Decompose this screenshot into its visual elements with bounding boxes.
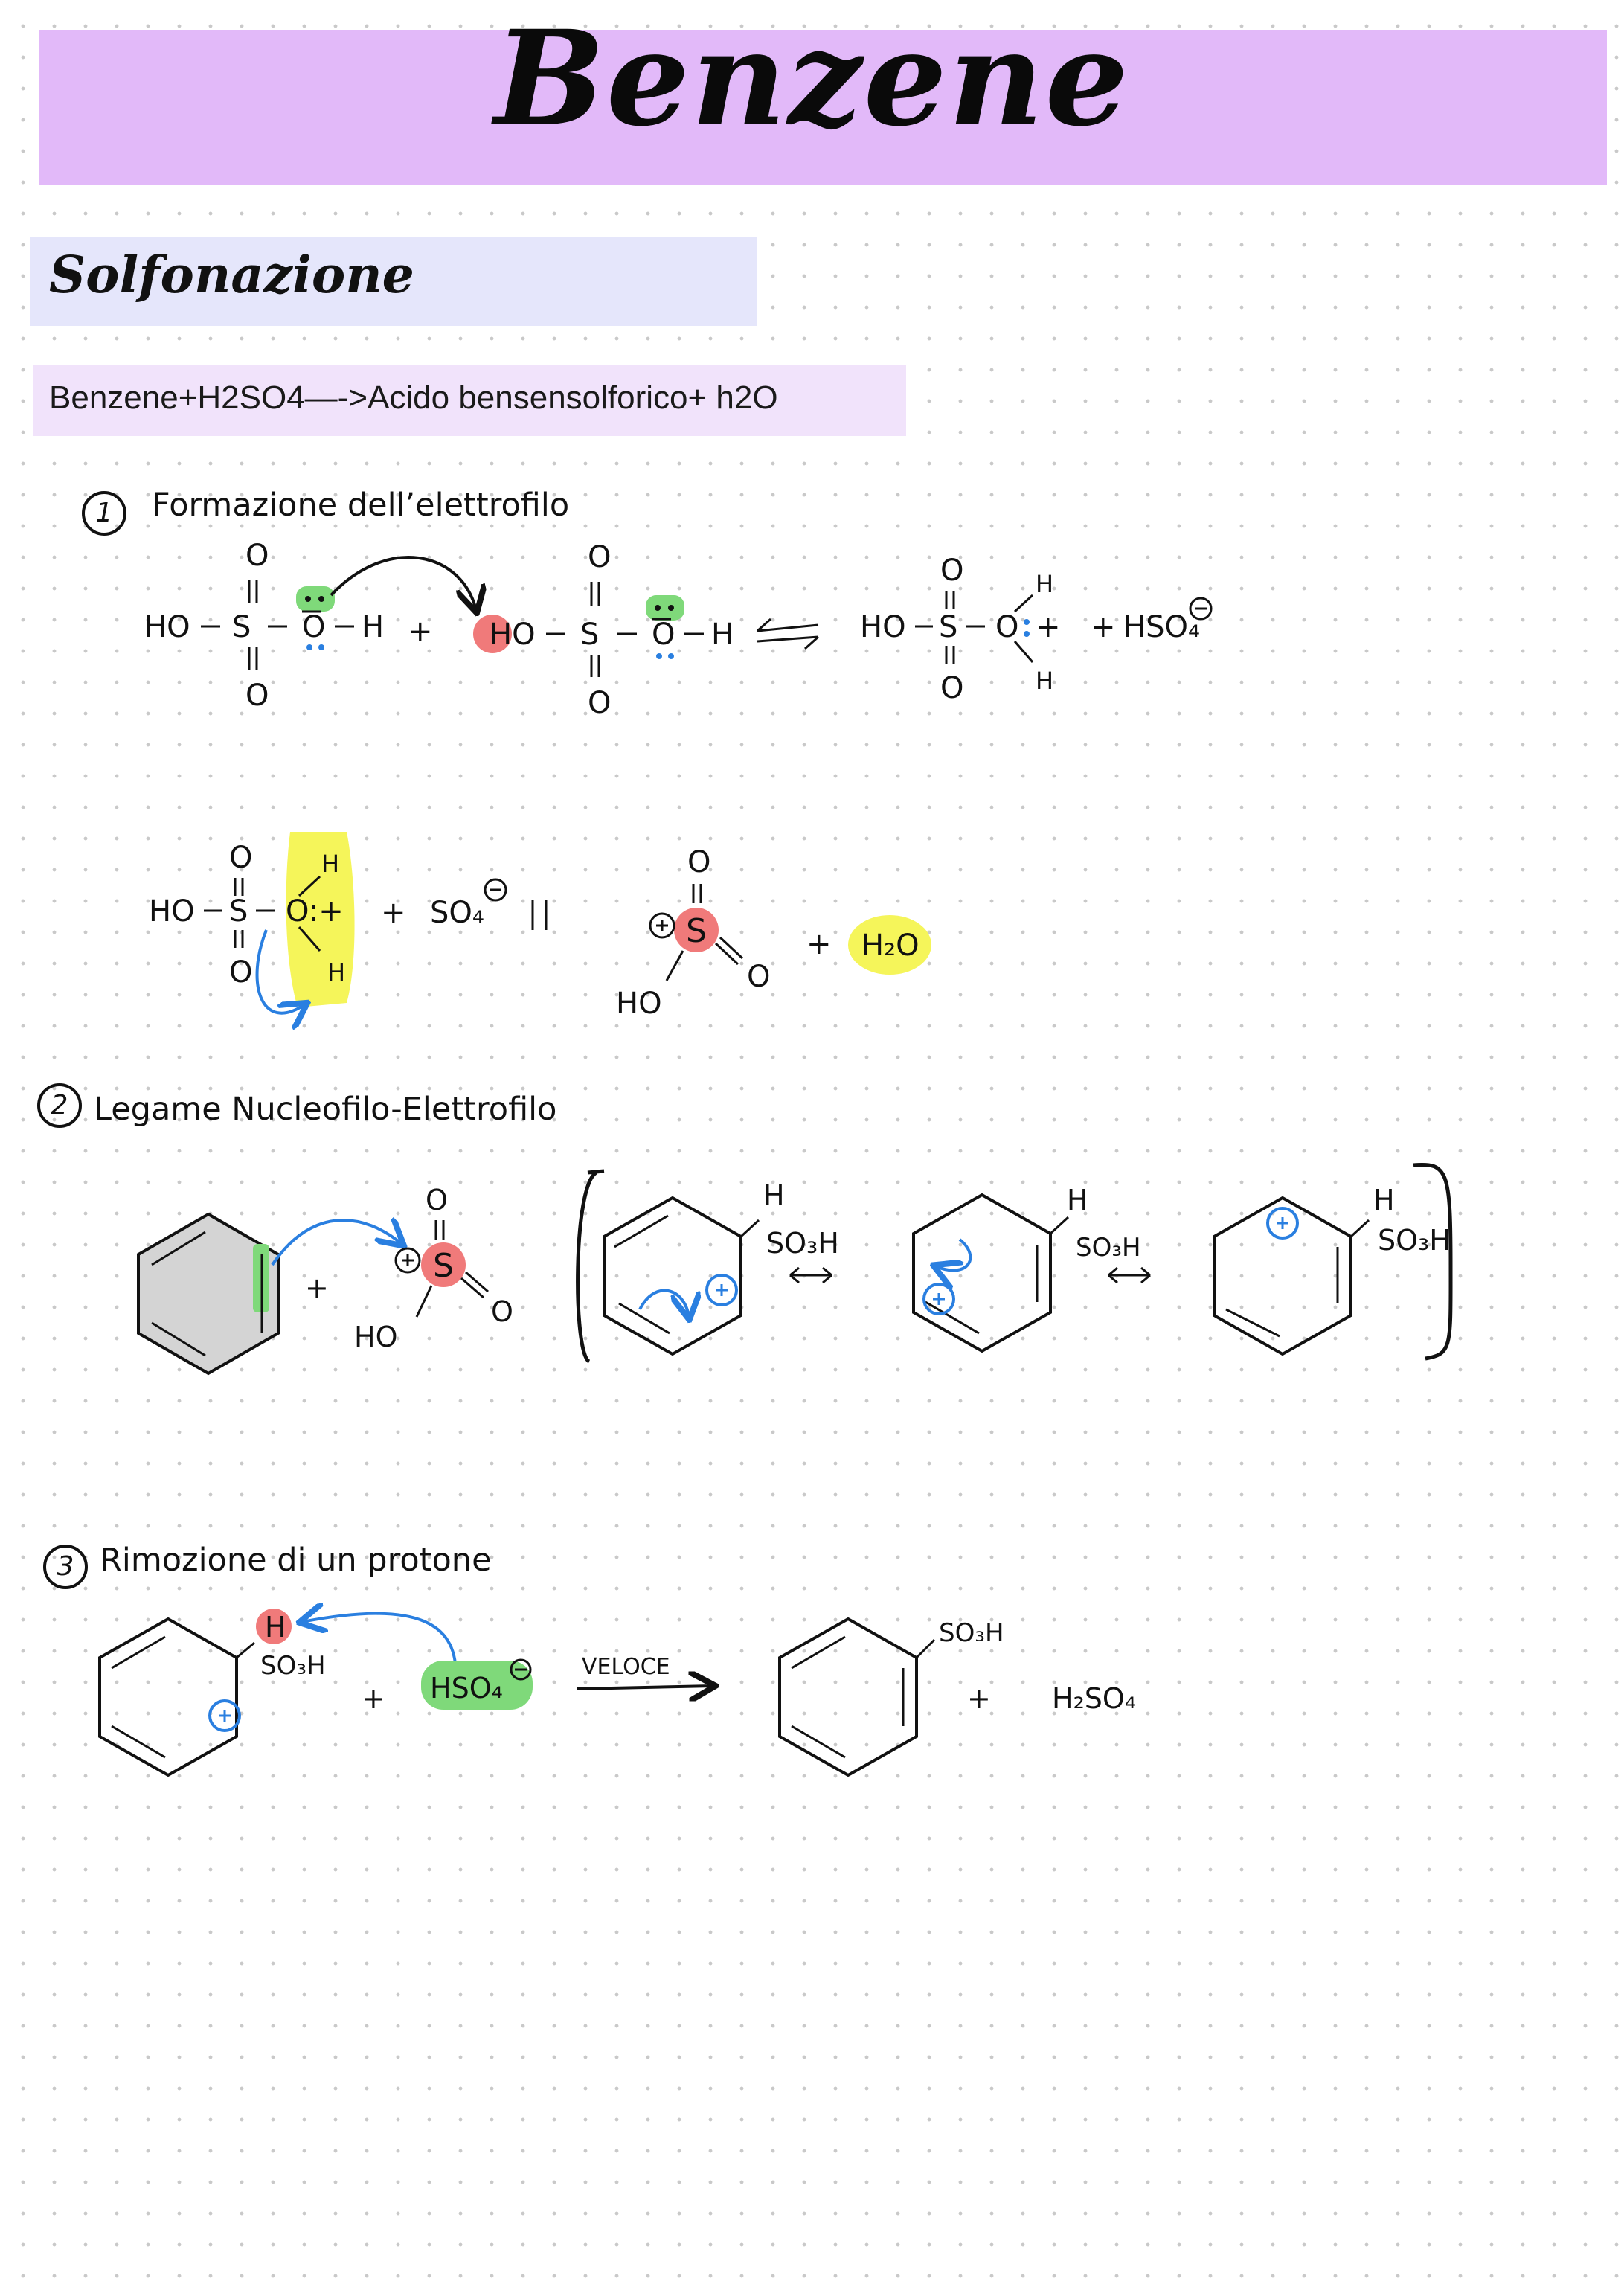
section-banner	[30, 237, 757, 326]
step1-row1: HO S O O O H + HO S O O O	[144, 539, 1213, 720]
text-veloce: VELOCE	[582, 1654, 670, 1680]
text-ho: HO	[490, 618, 536, 652]
reaction-equation: Benzene+H2SO4—->Acido bensensolforico+ h…	[49, 379, 778, 416]
lone-pair-highlight	[646, 595, 684, 621]
water-highlight	[286, 832, 355, 1007]
text-o: O	[302, 610, 325, 644]
text-plus: +	[408, 615, 433, 649]
text-s: S	[686, 912, 707, 950]
text-o: O	[245, 679, 269, 713]
text-h: H	[1373, 1184, 1395, 1216]
text-o: O	[229, 955, 252, 990]
text-plus: +	[1036, 610, 1061, 644]
text-plus: +	[806, 927, 832, 961]
text-o: O	[229, 841, 252, 875]
step-3-label: Rimozione di un protone	[100, 1542, 492, 1579]
text-plus: +	[381, 896, 406, 930]
title-banner	[39, 30, 1607, 185]
text-s: S	[232, 610, 251, 644]
text-so3h: SO₃H	[1076, 1233, 1141, 1263]
text-ho: HO	[149, 894, 195, 929]
text-s: S	[433, 1247, 454, 1285]
step1-row2: HO S O O O:+ H H + SO₄ S O O HO	[149, 832, 931, 1021]
text-so4: SO₄	[430, 896, 484, 930]
step-1-label: Formazione dell’elettrofilo	[152, 487, 570, 524]
text-h: H	[362, 610, 384, 644]
lone-pair-highlight	[296, 586, 335, 612]
equation-banner	[33, 365, 906, 436]
text-ho: HO	[860, 610, 906, 644]
text-h: H	[763, 1179, 785, 1212]
text-plus: +	[305, 1272, 329, 1304]
text-h2o: H₂O	[861, 929, 919, 963]
text-so3h: SO₃H	[1378, 1224, 1451, 1257]
step3: H SO₃H + HSO₄ VELOCE SO₃H + H₂SO₄	[98, 1609, 1136, 1777]
text-so3h: SO₃H	[766, 1227, 839, 1260]
text-o: O	[940, 671, 963, 705]
text-o: O	[491, 1295, 513, 1328]
text-h: H	[265, 1611, 286, 1644]
text-o: O	[747, 960, 770, 994]
water-product-highlight	[848, 915, 931, 975]
text-h2so4: H₂SO₄	[1052, 1682, 1136, 1715]
step-3-number: 3	[43, 1545, 88, 1589]
step2: + S O O HO H SO₃H	[137, 1162, 1453, 1376]
text-plus: +	[362, 1682, 385, 1715]
text-s: S	[939, 610, 957, 644]
text-s: S	[580, 618, 599, 652]
text-hso4: HSO₄	[1123, 610, 1200, 644]
step-1-number: 1	[82, 491, 126, 536]
step-2-label: Legame Nucleofilo-Elettrofilo	[94, 1091, 557, 1128]
text-o: O	[426, 1184, 448, 1216]
text-o: O	[995, 610, 1018, 644]
text-oh-plus: O:+	[286, 894, 344, 929]
page-title: Benzene	[494, 1, 1130, 155]
text-o: O	[245, 539, 269, 573]
text-plus: +	[967, 1682, 991, 1715]
text-so3h: SO₃H	[939, 1618, 1004, 1648]
text-o: O	[588, 540, 611, 574]
text-h: H	[711, 618, 734, 652]
text-ho: HO	[616, 987, 662, 1021]
text-h: H	[1067, 1184, 1088, 1216]
proton-highlight	[473, 615, 512, 653]
step-2-number: 2	[37, 1083, 82, 1128]
text-h: H	[1036, 667, 1053, 695]
text-hso4: HSO₄	[430, 1672, 503, 1705]
text-ho: HO	[144, 610, 190, 644]
text-h: H	[321, 850, 339, 878]
text-h: H	[327, 958, 345, 987]
text-h: H	[1036, 570, 1053, 598]
text-o: O	[588, 686, 611, 720]
text-plus: +	[1091, 610, 1116, 644]
text-o: O	[687, 845, 710, 879]
section-title: Solfonazione	[49, 246, 414, 305]
text-ho: HO	[354, 1321, 397, 1353]
text-s: S	[229, 894, 248, 929]
text-o: O	[940, 554, 963, 588]
text-so3h: SO₃H	[260, 1651, 326, 1681]
text-o: O	[652, 618, 675, 652]
